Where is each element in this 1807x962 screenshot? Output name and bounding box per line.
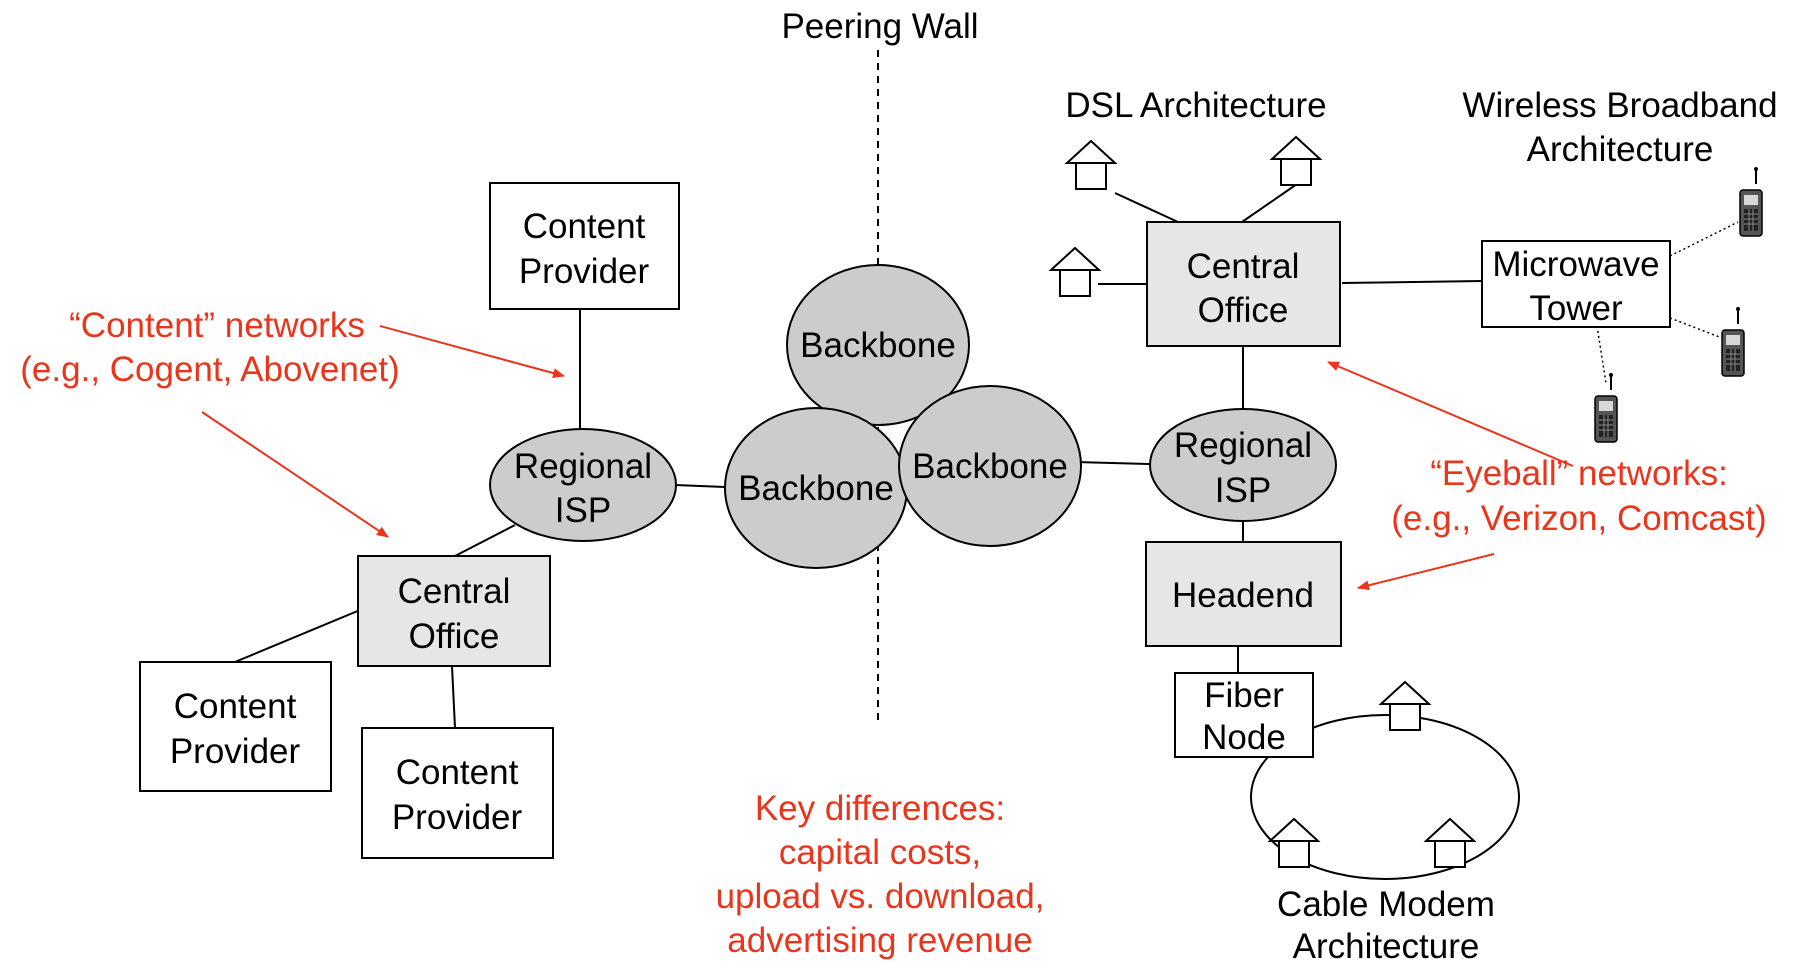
backbone-top[interactable]: Backbone	[786, 264, 970, 426]
svg-text:Office: Office	[409, 617, 500, 656]
cell-phone-icon	[1721, 306, 1745, 377]
key-differences-annotation: Key differences: capital costs, upload v…	[716, 789, 1045, 960]
backbone-right[interactable]: Backbone	[898, 385, 1082, 547]
svg-text:(e.g., Verizon, Comcast): (e.g., Verizon, Comcast)	[1391, 499, 1766, 538]
regional-isp-right[interactable]: Regional ISP	[1149, 408, 1337, 522]
svg-text:upload vs. download,: upload vs. download,	[716, 877, 1045, 916]
svg-text:Office: Office	[1198, 291, 1289, 330]
content-networks-annotation: “Content” networks (e.g., Cogent, Aboven…	[20, 306, 399, 389]
svg-text:Key differences:: Key differences:	[755, 789, 1005, 828]
house-icon	[1050, 247, 1100, 297]
svg-text:ISP: ISP	[555, 491, 611, 530]
svg-text:Regional: Regional	[514, 447, 652, 486]
cable-architecture-label-line1: Cable Modem	[1277, 885, 1495, 924]
central-office-right[interactable]: Central Office	[1146, 221, 1341, 347]
svg-text:capital costs,: capital costs,	[779, 833, 981, 872]
svg-text:Central: Central	[398, 572, 511, 611]
svg-text:(e.g., Cogent, Abovenet): (e.g., Cogent, Abovenet)	[20, 350, 399, 389]
svg-text:Backbone: Backbone	[912, 447, 1068, 486]
house-icon	[1271, 136, 1321, 186]
svg-text:Provider: Provider	[170, 732, 301, 771]
svg-text:ISP: ISP	[1215, 471, 1271, 510]
central-office-left[interactable]: Central Office	[357, 555, 551, 667]
svg-text:“Content” networks: “Content” networks	[69, 306, 365, 345]
headend[interactable]: Headend	[1145, 541, 1342, 647]
wireless-architecture-label-line2: Architecture	[1527, 130, 1714, 169]
content-provider-left[interactable]: Content Provider	[139, 661, 332, 792]
dsl-architecture-label: DSL Architecture	[1065, 86, 1326, 125]
house-icon	[1380, 681, 1430, 731]
svg-text:Node: Node	[1202, 718, 1286, 757]
content-provider-top[interactable]: Content Provider	[489, 182, 680, 310]
content-provider-bottom[interactable]: Content Provider	[361, 727, 554, 859]
svg-text:Provider: Provider	[392, 798, 523, 837]
microwave-tower[interactable]: Microwave Tower	[1481, 240, 1671, 328]
svg-text:Headend: Headend	[1172, 576, 1314, 615]
eyeball-networks-annotation: “Eyeball” networks: (e.g., Verizon, Comc…	[1391, 454, 1766, 538]
house-icon	[1269, 818, 1319, 868]
svg-text:Fiber: Fiber	[1204, 676, 1284, 715]
regional-isp-left[interactable]: Regional ISP	[489, 428, 677, 542]
svg-text:Content: Content	[396, 753, 519, 792]
cell-phone-icon	[1739, 166, 1763, 237]
wireless-architecture-label-line1: Wireless Broadband	[1462, 86, 1777, 125]
svg-text:Backbone: Backbone	[738, 469, 894, 508]
house-icon	[1066, 140, 1116, 190]
svg-text:Regional: Regional	[1174, 426, 1312, 465]
svg-text:Content: Content	[174, 687, 297, 726]
left-connections	[234, 310, 726, 729]
svg-text:Content: Content	[523, 207, 646, 246]
cable-loop	[1250, 714, 1520, 880]
svg-text:Provider: Provider	[519, 252, 650, 291]
right-connections	[1074, 183, 1483, 673]
house-icon	[1425, 818, 1475, 868]
peering-wall-label: Peering Wall	[781, 7, 978, 46]
svg-text:advertising revenue: advertising revenue	[727, 921, 1032, 960]
cell-phone-icon	[1594, 372, 1618, 443]
svg-text:Tower: Tower	[1529, 289, 1623, 328]
svg-text:“Eyeball” networks:: “Eyeball” networks:	[1430, 454, 1728, 493]
cable-architecture-label-line2: Architecture	[1293, 927, 1480, 962]
svg-text:Microwave: Microwave	[1492, 245, 1659, 284]
backbone-left[interactable]: Backbone	[724, 407, 908, 569]
svg-text:Central: Central	[1187, 247, 1300, 286]
annotation-arrows	[201, 325, 1574, 591]
fiber-node[interactable]: Fiber Node	[1174, 672, 1314, 758]
wireless-links	[1596, 221, 1739, 384]
svg-text:Backbone: Backbone	[800, 326, 956, 365]
